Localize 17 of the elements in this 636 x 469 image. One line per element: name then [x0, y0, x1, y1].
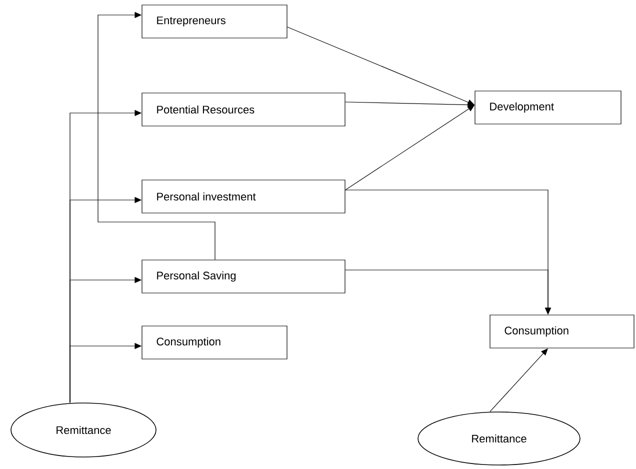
node-label: Entrepreneurs: [157, 16, 226, 26]
process-box: [142, 92, 346, 126]
ellipse-node: Remittance: [10, 402, 156, 458]
arrow: [98, 12, 216, 260]
node-label: Development: [490, 102, 554, 113]
process-box: [142, 4, 288, 38]
ellipse-node: Remittance: [418, 412, 580, 466]
node-label: Consumption: [156, 337, 220, 348]
node-label: Potential Resources: [157, 105, 254, 114]
node-label: Consumption: [504, 326, 568, 337]
process-box: [142, 180, 346, 214]
node-label: Personal Saving: [157, 271, 236, 282]
process-box: [142, 260, 346, 294]
process-box: [142, 326, 288, 360]
process-box: [474, 90, 622, 124]
node-label: Personal investment: [157, 192, 256, 201]
process-box: [490, 314, 634, 348]
